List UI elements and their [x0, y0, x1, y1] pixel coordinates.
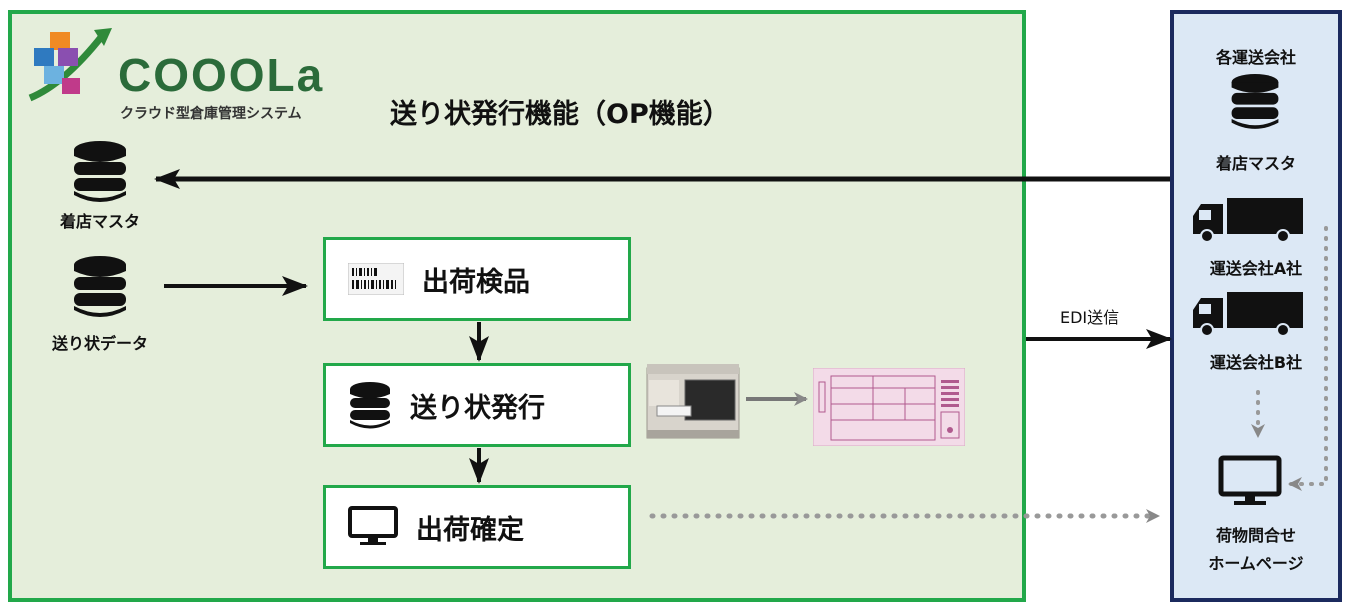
- carrier-master-db-icon: [1228, 72, 1282, 134]
- barcode-icon: [348, 263, 404, 295]
- logo-subtitle: クラウド型倉庫管理システム: [120, 106, 302, 122]
- step-label: 送り状発行: [410, 392, 545, 424]
- database-icon: [350, 382, 390, 429]
- truck-b-icon: [1193, 292, 1305, 342]
- step-label: 出荷検品: [422, 266, 530, 298]
- logo-cubes-icon: [28, 28, 112, 102]
- tracking-dotted-arrow: [1288, 226, 1328, 491]
- carriers-header: 各運送会社: [1215, 48, 1296, 67]
- invoice-data-label: 送り状データ: [51, 334, 148, 353]
- invoice-data-db-icon: [70, 255, 130, 321]
- step-label: 出荷確定: [416, 514, 524, 546]
- carrier-a-label: 運送会社A社: [1209, 259, 1303, 278]
- edi-label: EDI送信: [1060, 308, 1120, 327]
- step-invoice-issue: 送り状発行: [323, 363, 631, 447]
- tracking-label-2: ホームページ: [1208, 554, 1304, 573]
- step-shipping-confirm: 出荷確定: [323, 485, 631, 569]
- carrier-master-label: 着店マスタ: [1215, 154, 1296, 173]
- logo-wordmark: COOOLa: [118, 49, 325, 101]
- master-db-label: 着店マスタ: [59, 212, 140, 231]
- monitor-icon: [348, 506, 398, 545]
- tracking-label-1: 荷物問合せ: [1215, 526, 1296, 545]
- label-printer-image: [645, 362, 741, 446]
- shipping-label-image: [812, 367, 966, 450]
- truck-a-icon: [1193, 198, 1305, 248]
- tracking-monitor-icon: [1218, 455, 1282, 513]
- master-db-icon: [70, 140, 130, 206]
- carrier-b-label: 運送会社B社: [1209, 353, 1303, 372]
- diagram-title: 送り状発行機能（OP機能）: [390, 99, 730, 130]
- step-shipping-inspection: 出荷検品: [323, 237, 631, 321]
